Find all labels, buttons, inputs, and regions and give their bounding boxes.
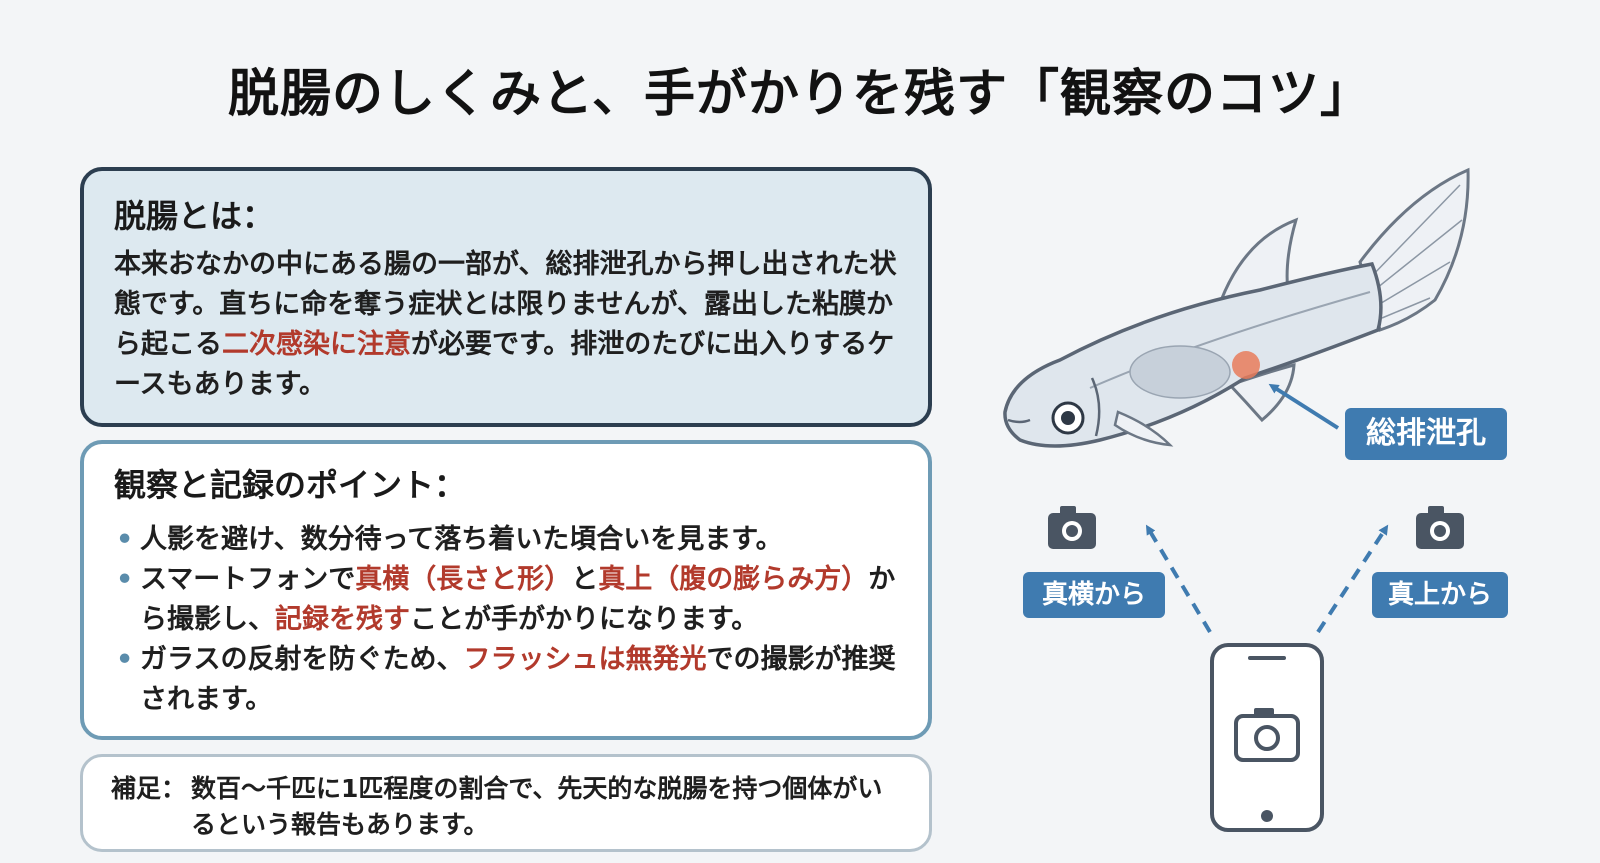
definition-box: 脱腸とは： 本来おなかの中にある腸の一部が、総排泄孔から押し出された状態です。直… [80, 167, 932, 427]
observation-highlight: 真上（腹の膨らみ方） [598, 564, 869, 595]
smartphone-icon [1210, 643, 1324, 832]
bullet-marker: • [116, 524, 134, 555]
page-title: 脱腸のしくみと、手がかりを残す「観察のコツ」 [227, 65, 1372, 124]
observation-highlight: 記録を残す [275, 604, 410, 635]
observation-item: •スマートフォンで真横（長さと形）と真上（腹の膨らみ方）から撮影し、記録を残すこ… [114, 560, 904, 640]
fish-icon [1003, 167, 1470, 448]
bullet-marker: • [116, 644, 134, 675]
anus-pointer-arrow [1268, 383, 1340, 430]
observation-item: •ガラスの反射を防ぐため、フラッシュは無発光での撮影が推奨されます。 [114, 640, 904, 720]
observation-list: •人影を避け、数分待って落ち着いた頃合いを見ます。•スマートフォンで真横（長さと… [114, 520, 904, 720]
anus-label: 総排泄孔 [1345, 408, 1507, 460]
note-box: 補足： 数百〜千匹に1匹程度の割合で、先天的な脱腸を持つ個体がいるという報告もあ… [80, 754, 932, 852]
camera-icon-top [1416, 506, 1464, 549]
observation-text: から撮影し、 [140, 564, 896, 635]
bullet-marker: • [116, 564, 134, 595]
top-view-label: 真上から [1372, 572, 1508, 618]
observation-text: 人影を避け、数分待って落ち着いた頃合いを見ます。 [140, 524, 783, 555]
camera-icon-side [1048, 506, 1096, 549]
side-view-label: 真横から [1023, 572, 1165, 618]
definition-highlight: 二次感染に注意 [222, 329, 411, 360]
observation-text: スマートフォンで [140, 564, 356, 595]
definition-text-part2: が必要です。排泄のたびに出入りするケースもあります。 [114, 329, 895, 400]
definition-text-part1: 本来おなかの中にある腸の一部が、総排泄孔から押し出された状態です。直ちに命を奪う… [114, 249, 897, 360]
observation-highlight: フラッシュは無発光 [463, 644, 707, 675]
observation-text: ガラスの反射を防ぐため、 [140, 644, 464, 675]
observation-text: での撮影が推奨されます。 [140, 644, 896, 715]
observation-highlight: 真横（長さと形） [355, 564, 572, 595]
observation-box: 観察と記録のポイント： •人影を避け、数分待って落ち着いた頃合いを見ます。•スマ… [80, 440, 932, 740]
observation-item: •人影を避け、数分待って落ち着いた頃合いを見ます。 [114, 520, 904, 560]
note-text: 数百〜千匹に1匹程度の割合で、先天的な脱腸を持つ個体がいるという報告もあります。 [191, 774, 883, 839]
fish-observation-illustration [1003, 167, 1470, 832]
definition-heading: 脱腸とは： [114, 197, 275, 235]
observation-text: ことが手がかりになります。 [410, 604, 759, 635]
definition-text: 本来おなかの中にある腸の一部が、総排泄孔から押し出された状態です。直ちに命を奪う… [114, 245, 914, 405]
note-label: 補足： [111, 774, 187, 803]
observation-text: と [571, 564, 599, 595]
observation-heading: 観察と記録のポイント： [114, 466, 467, 504]
